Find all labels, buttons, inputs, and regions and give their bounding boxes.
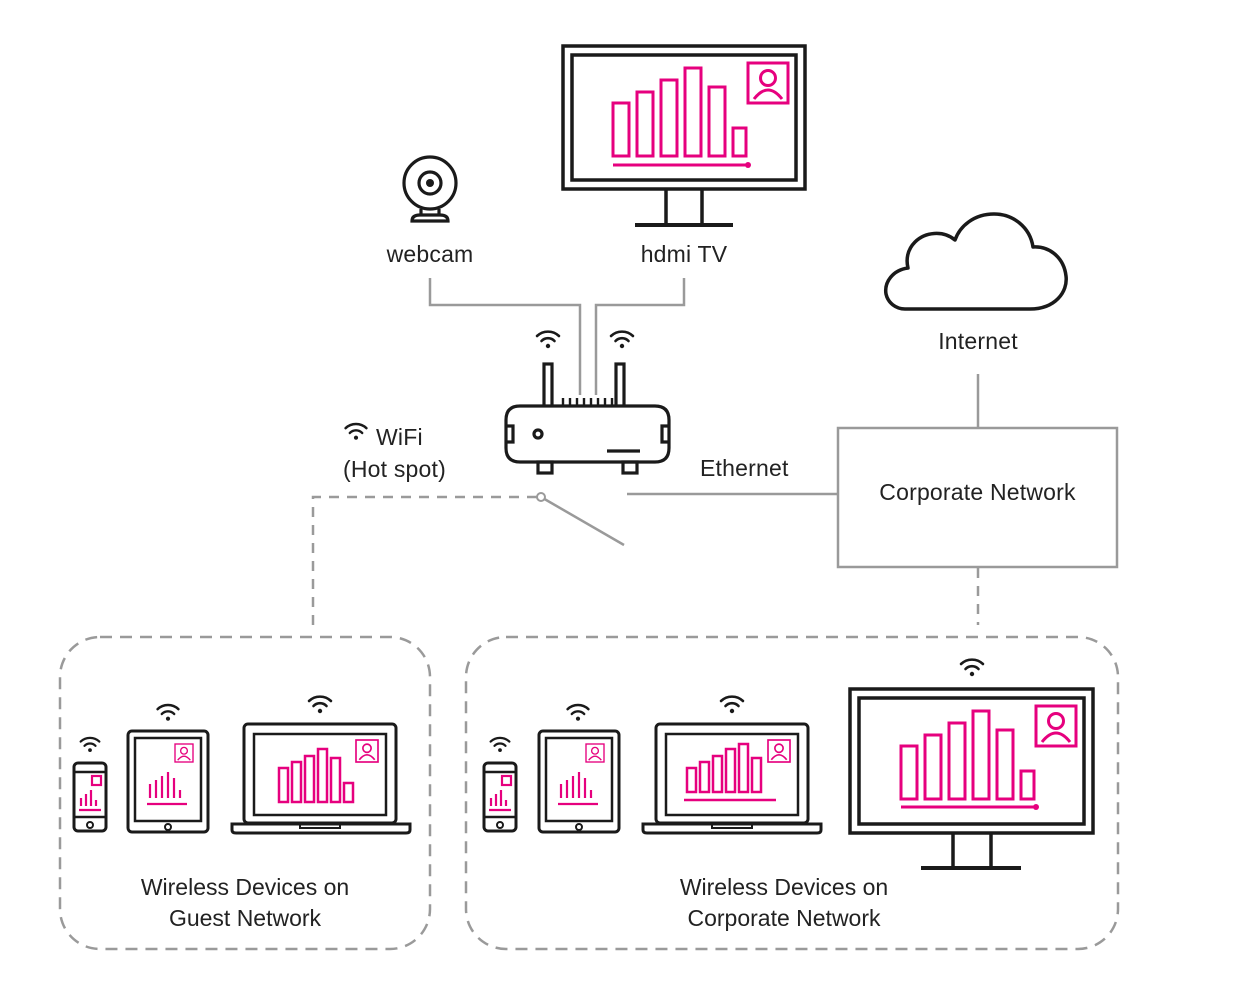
router-wifi-right-icon: [609, 330, 635, 350]
hotspot-wifi-icon: [344, 422, 368, 442]
ethernet-label: Ethernet: [700, 455, 789, 481]
corp-group-box: [464, 635, 1120, 951]
guest-link: [311, 495, 537, 625]
corp-phone-icon: [482, 736, 518, 833]
guest-group-label-line2: Guest Network: [168, 905, 322, 931]
router-icon: [504, 362, 671, 475]
cloud-icon: [884, 212, 1068, 311]
corp-group-label: Wireless Devices on Corporate Network: [594, 872, 974, 934]
internet-label: Internet: [938, 328, 1018, 354]
guest-group-label-line1: Wireless Devices on: [140, 874, 350, 900]
webcam-link: [428, 278, 582, 395]
guest-phone-icon: [72, 736, 108, 833]
corporate-network-box: [836, 426, 1119, 569]
webcam-label: webcam: [386, 241, 474, 267]
corp-laptop-icon: [641, 695, 823, 835]
corp-tablet-icon: [537, 703, 621, 834]
guest-tablet-icon: [126, 703, 210, 834]
webcam-icon: [402, 155, 458, 223]
hot-spot-label: (Hot spot): [343, 456, 446, 482]
router-wifi-left-icon: [535, 330, 561, 350]
corp-group-label-line2: Corporate Network: [687, 905, 881, 931]
guest-laptop-icon: [230, 695, 412, 835]
tv-link: [594, 278, 686, 395]
switch-arm: [540, 495, 625, 547]
dashed-links: [311, 495, 980, 625]
wifi-label: WiFi: [376, 424, 423, 450]
hdmi-tv-label: hdmi TV: [640, 241, 728, 267]
corp-group-label-line1: Wireless Devices on: [679, 874, 889, 900]
corporate-network-label: Corporate Network: [879, 479, 1076, 505]
tv-icon: [561, 44, 807, 227]
corp-monitor-icon: [848, 658, 1095, 870]
guest-group-label: Wireless Devices on Guest Network: [60, 872, 430, 934]
connection-lines: [428, 278, 980, 547]
switch-pivot: [536, 492, 546, 502]
guest-group-box: [58, 635, 432, 951]
